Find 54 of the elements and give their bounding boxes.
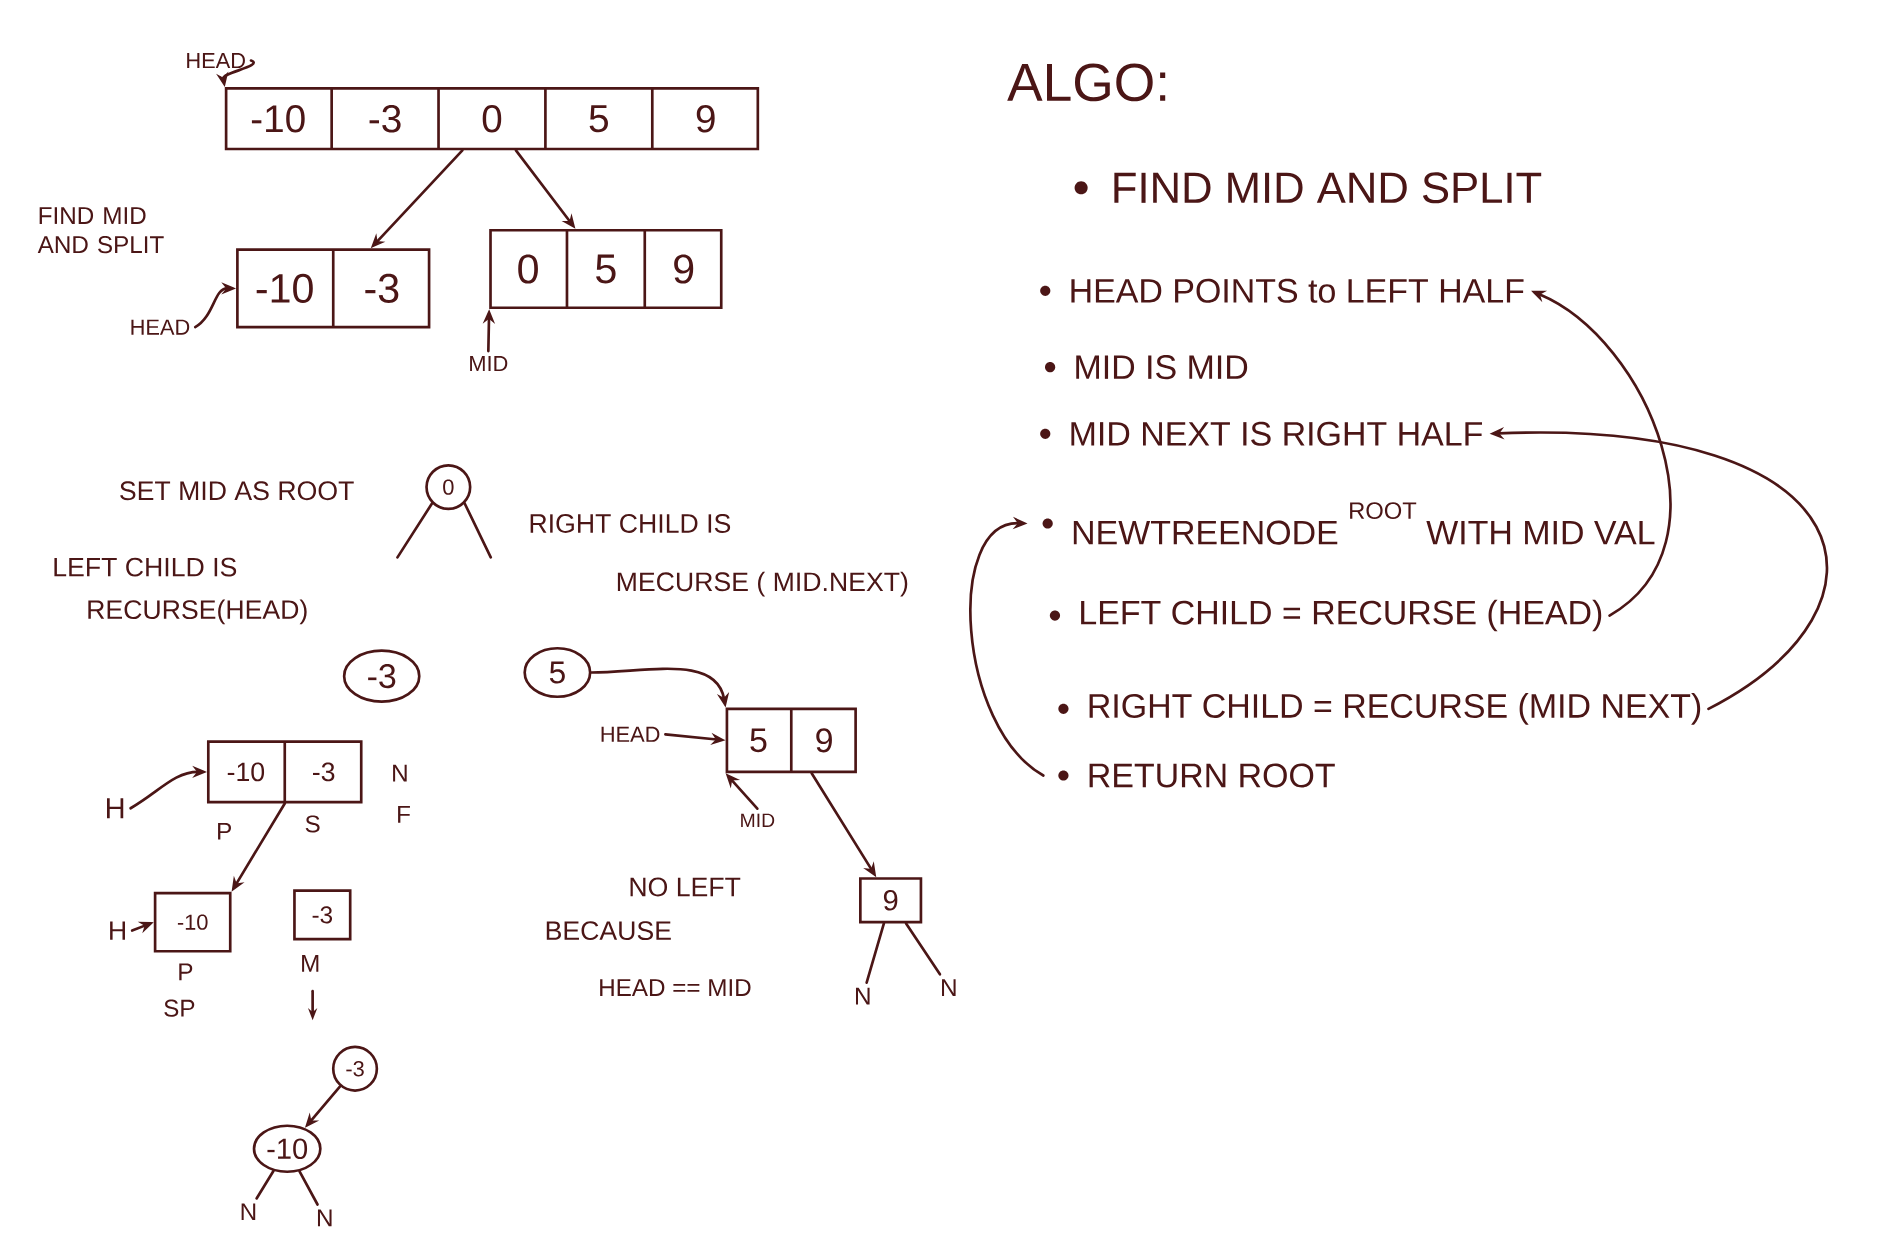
pointer-label: MID	[470, 356, 508, 372]
note-text: FIND MID AND SPLIT	[37, 207, 164, 254]
note-text: NO LEFT	[630, 877, 741, 897]
note-text: HEAD == MID	[600, 979, 751, 997]
list-array-box: 5 9	[725, 707, 857, 774]
note-text: RIGHT CHILD IS	[530, 514, 731, 534]
note-text: BECAUSE	[546, 921, 671, 941]
note-text: SET MID AS ROOT	[120, 481, 354, 501]
list-array-box: 0 5 9	[489, 229, 723, 310]
list-array-box: -10 -3	[236, 248, 431, 329]
algorithm-step: RETURN ROOT	[1058, 763, 1335, 788]
node-label: NEWTREENODE	[1073, 520, 1338, 545]
algorithm-step: NEWTREENODE ROOT WITH MID VAL	[1042, 502, 1655, 545]
note-text: MECURSE ( MID.NEXT)	[617, 571, 908, 597]
list-node-box: -3	[293, 889, 352, 941]
node-label: ROOT	[1350, 502, 1417, 520]
algorithm-step: LEFT CHILD = RECURSE (HEAD)	[1049, 599, 1602, 632]
heading: ALGO:	[1007, 63, 1166, 102]
algorithm-step: MID IS MID	[1045, 355, 1248, 380]
note-text: M	[302, 955, 319, 972]
node-label: MID IS MID	[1076, 355, 1248, 380]
tree-branch	[255, 1169, 275, 1200]
pointer-label: N	[241, 1203, 256, 1221]
list-node-box: 9	[859, 877, 923, 924]
note-text: SP	[164, 999, 195, 1017]
tree-branch	[298, 1170, 319, 1207]
list-array-box: -10 -3	[206, 740, 363, 804]
note-text: S	[305, 815, 320, 833]
note-text: N	[393, 764, 407, 782]
tree-branch	[865, 922, 886, 985]
pointer-label: HEAD	[131, 319, 190, 335]
pointer-label: N	[942, 979, 956, 997]
pointer-label: HEAD	[601, 727, 660, 743]
algorithm-step: FIND MID AND SPLIT	[1074, 172, 1542, 204]
note-text: P	[218, 823, 231, 840]
note-text: LEFT CHILD IS	[54, 557, 237, 577]
pointer-label: HEAD	[187, 53, 245, 69]
pointer-label: MID	[741, 813, 775, 828]
tree-branch	[396, 502, 434, 559]
tree-branch	[904, 922, 942, 976]
algorithm-step: HEAD POINTS to LEFT HALF	[1040, 279, 1524, 304]
pointer-label: H	[107, 798, 124, 819]
list-node-box: -10	[153, 891, 232, 953]
curved-arrow	[969, 517, 1045, 778]
node-label: WITH MID VAL	[1426, 521, 1655, 545]
note-text: F	[398, 806, 410, 823]
list-array-box: -10 -3 0 5 9	[224, 87, 760, 151]
algorithm-step: RIGHT CHILD = RECURSE (MID NEXT)	[1058, 693, 1701, 725]
algorithm-step: MID NEXT IS RIGHT HALF	[1040, 422, 1482, 447]
pointer-label: H	[110, 921, 125, 940]
pointer-label: N	[318, 1209, 332, 1227]
pointer-label: N	[856, 987, 870, 1005]
tree-branch	[463, 502, 493, 559]
note-text: RECURSE(HEAD)	[88, 599, 307, 625]
